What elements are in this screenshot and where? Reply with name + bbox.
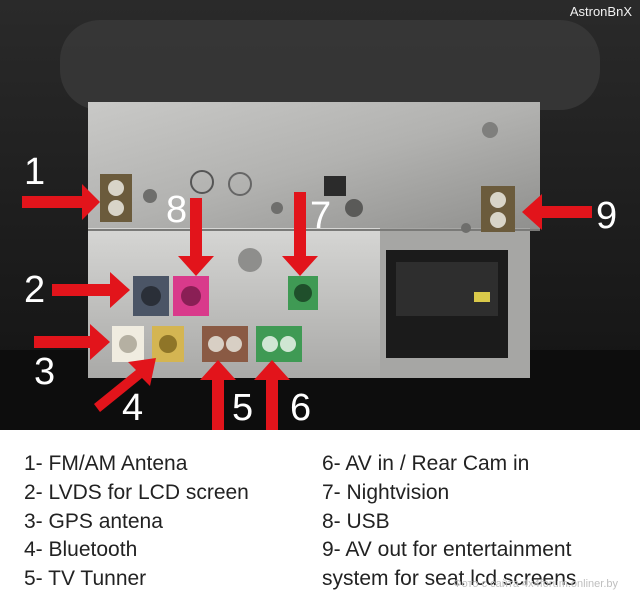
legend-item: 4- Bluetooth — [24, 538, 138, 562]
legend-item: 2- LVDS for LCD screen — [24, 480, 249, 504]
callout-number: 9 — [596, 195, 617, 237]
connector-port — [159, 335, 177, 353]
legend-item: 1- FM/AM Antena — [24, 452, 188, 475]
screw — [143, 189, 157, 203]
arrow-1 — [22, 184, 100, 220]
connector-port — [108, 180, 124, 196]
callout-number: 7 — [310, 195, 331, 237]
callout-number: 8 — [166, 189, 187, 231]
callout-number: 4 — [122, 387, 143, 429]
arrow-7 — [282, 192, 318, 276]
legend-item: 9- AV out for entertainment — [322, 538, 572, 562]
slot — [324, 176, 346, 196]
arrow-6 — [254, 360, 290, 430]
dash-blur — [60, 20, 600, 110]
callout-number: 5 — [232, 387, 253, 429]
legend-item: 6- AV in / Rear Cam in — [322, 452, 530, 475]
connector-port — [490, 212, 506, 228]
connector-port — [119, 335, 137, 353]
mount-hole — [238, 248, 262, 272]
arrow-5 — [200, 360, 236, 430]
connector-port — [141, 286, 161, 306]
screw — [271, 202, 283, 214]
legend-item: 3- GPS antena — [24, 509, 163, 533]
connector-port — [226, 336, 242, 352]
legend-item: 8- USB — [322, 509, 390, 533]
arrows — [22, 184, 592, 430]
callout-number: 3 — [34, 351, 55, 393]
callout-number: 2 — [24, 269, 45, 311]
head-unit-photo: 1 2 3 4 5 6 7 8 9 — [0, 0, 640, 430]
legend-item: 5- TV Tunner — [24, 567, 147, 591]
connector-port — [208, 336, 224, 352]
connector-port — [108, 200, 124, 216]
legend-item: 7- Nightvision — [322, 480, 450, 504]
site-watermark: Фото с сайта 4x4forum.onliner.by — [453, 578, 618, 590]
legend-left-column: 1- FM/AM Antena 2- LVDS for LCD screen 3… — [24, 450, 249, 594]
connector-port — [280, 336, 296, 352]
unit-top-panel — [88, 102, 540, 230]
connector-port — [490, 192, 506, 208]
arrow-2 — [52, 272, 130, 308]
connector-port — [181, 286, 201, 306]
screw — [345, 199, 363, 217]
legend: 1- FM/AM Antena 2- LVDS for LCD screen 3… — [0, 430, 640, 600]
connector-port — [262, 336, 278, 352]
photo-watermark: AstronBnX — [569, 4, 632, 19]
legend-right-column: 6- AV in / Rear Cam in 7- Nightvision 8-… — [322, 450, 576, 594]
callout-number: 1 — [24, 151, 45, 193]
arrow-8 — [178, 198, 214, 276]
callout-number: 6 — [290, 387, 311, 429]
arrow-9 — [522, 194, 592, 230]
screw — [482, 122, 498, 138]
arrow-4 — [94, 358, 156, 412]
connector-label — [474, 292, 490, 302]
connector-port — [294, 284, 312, 302]
registered-mark — [190, 170, 214, 194]
screw — [461, 223, 471, 233]
legend-item: system for seat lcd screens — [322, 567, 577, 591]
logo-mark — [228, 172, 252, 196]
main-connector-pins — [396, 262, 498, 316]
arrow-3 — [34, 324, 110, 360]
